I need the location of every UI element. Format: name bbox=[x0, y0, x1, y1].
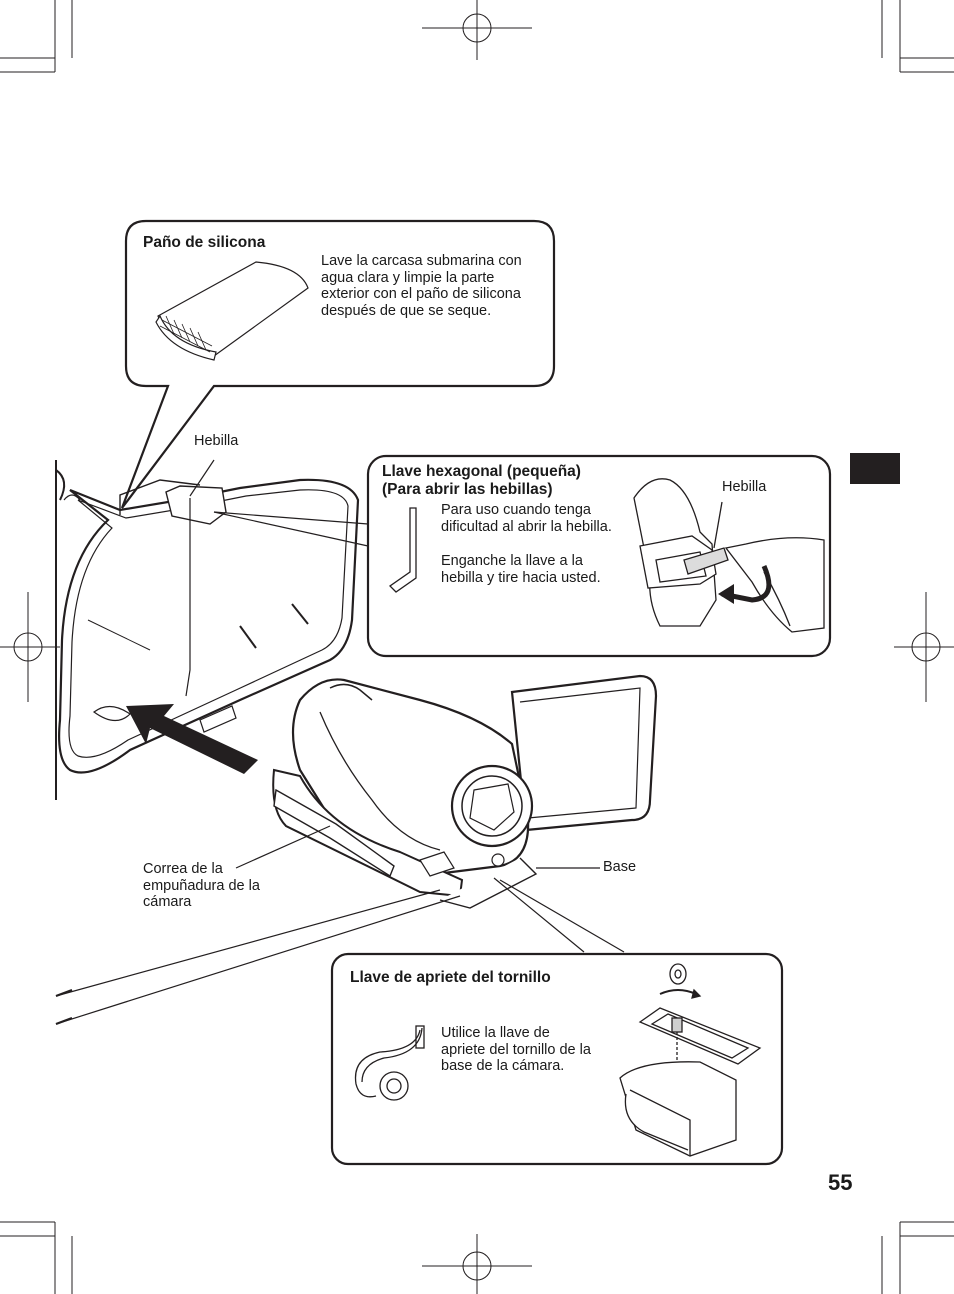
silicone-cloth-title: Paño de silicona bbox=[143, 234, 266, 251]
camera-illustration bbox=[272, 674, 658, 909]
hex-key-icon bbox=[388, 507, 417, 593]
hex-key-title-line2: (Para abrir las hebillas) bbox=[382, 481, 553, 498]
screw-key-text: Utilice la llave de apriete del tornillo… bbox=[441, 1025, 591, 1074]
silicone-cloth-icon bbox=[155, 261, 309, 361]
buckle-label: Hebilla bbox=[194, 433, 239, 449]
buckle-with-key-illustration bbox=[633, 478, 825, 633]
page-number: 55 bbox=[828, 1170, 853, 1195]
section-tab bbox=[850, 453, 900, 484]
silicone-cloth-text: Lave la carcasa submarina con agua clara… bbox=[321, 253, 522, 319]
hex-key-text-2: Enganche la llave a la hebilla y tire ha… bbox=[441, 553, 601, 586]
hex-key-callout-box bbox=[366, 454, 832, 658]
insert-arrow-icon bbox=[126, 704, 258, 774]
grip-strap-label: Correa de la empuñadura de la cámara bbox=[143, 861, 260, 910]
camera-base-illustration bbox=[619, 963, 762, 1157]
underwater-housing bbox=[55, 460, 360, 800]
screw-key-title: Llave de apriete del tornillo bbox=[350, 969, 551, 986]
hex-key-title-line1: Llave hexagonal (pequeña) bbox=[382, 463, 581, 480]
screw-key-icon bbox=[354, 1025, 425, 1101]
hex-key-text-1: Para uso cuando tenga dificultad al abri… bbox=[441, 502, 612, 535]
base-label: Base bbox=[603, 859, 637, 875]
hex-key-buckle-label: Hebilla bbox=[722, 479, 767, 495]
